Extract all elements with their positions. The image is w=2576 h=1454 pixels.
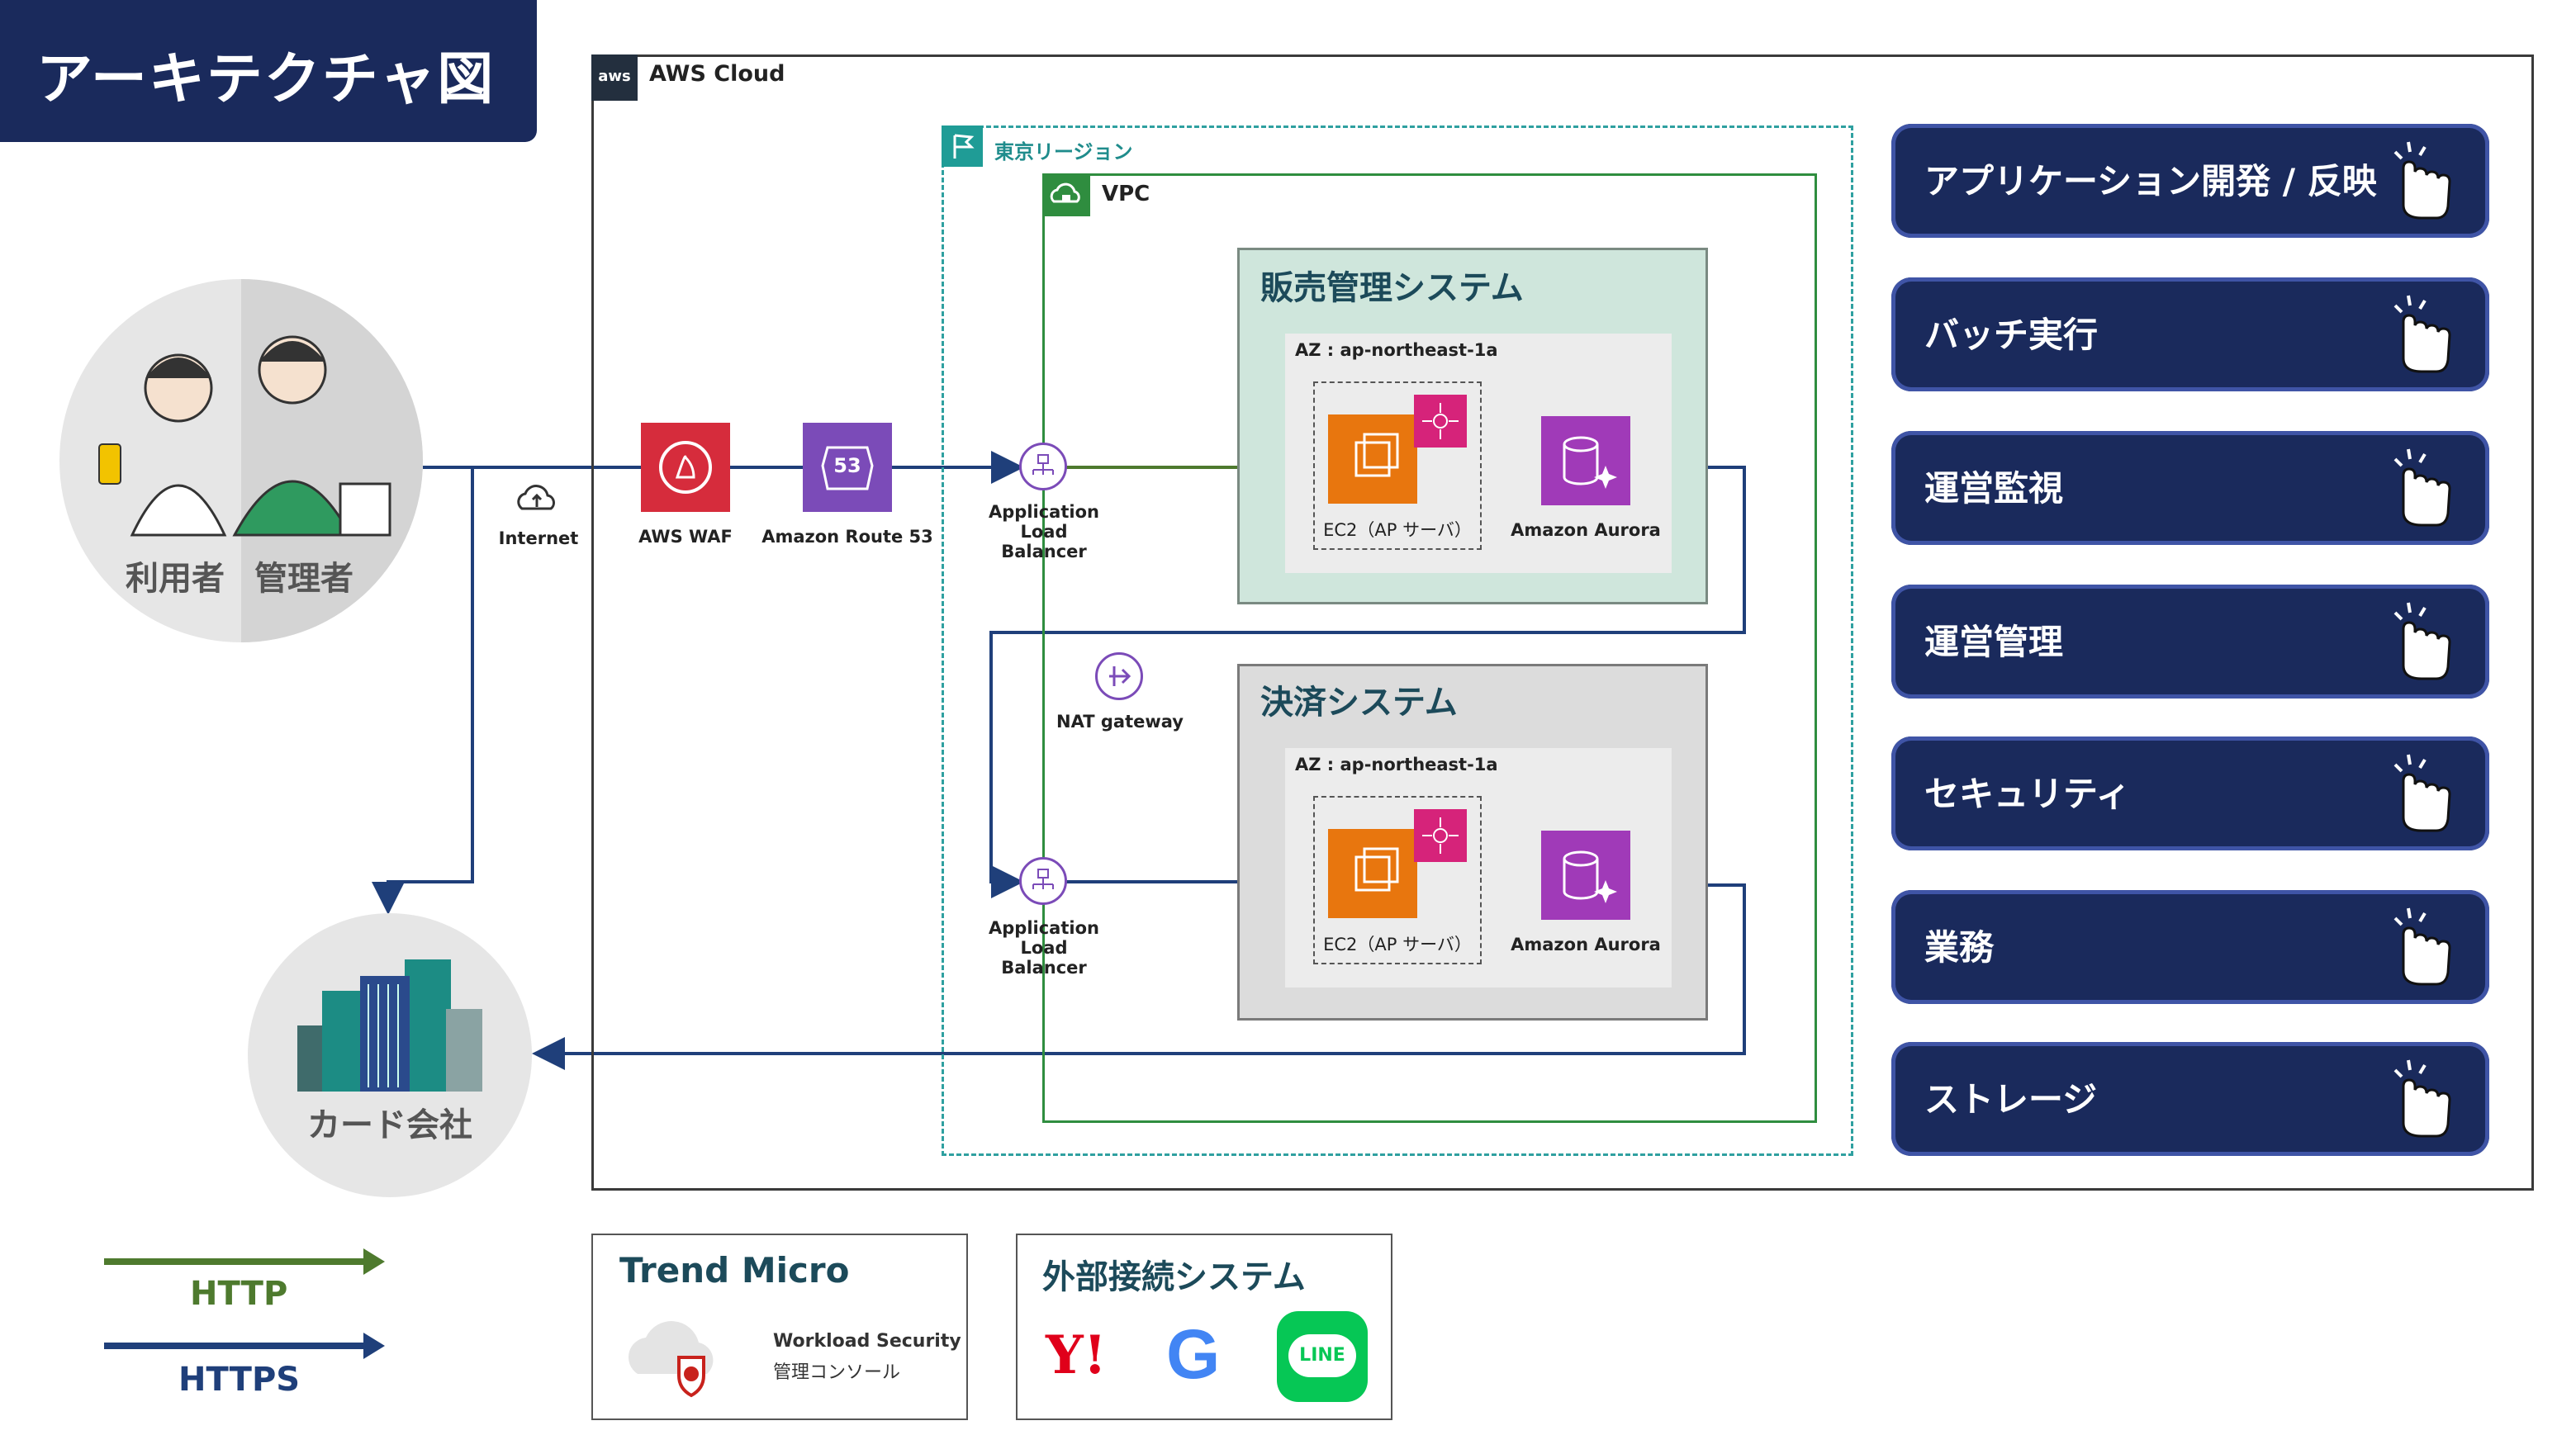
aurora-icon-1[interactable] bbox=[1541, 416, 1630, 505]
trend-micro-cloud-icon bbox=[628, 1321, 714, 1398]
route53-icon[interactable]: 53 bbox=[803, 423, 892, 512]
alb-icon-1[interactable] bbox=[1019, 443, 1067, 490]
card-company-label: カード会社 bbox=[307, 1106, 472, 1144]
aws-cloud-frame bbox=[591, 54, 2534, 1191]
aurora-icon-2[interactable] bbox=[1541, 831, 1630, 920]
line-sys1-to-alb2 bbox=[989, 466, 1746, 898]
pointer-hand-icon bbox=[2393, 602, 2451, 680]
legend-https-label: HTTPS bbox=[178, 1361, 301, 1399]
line-logo-icon[interactable]: LINE bbox=[1277, 1311, 1368, 1402]
nat-gateway-label: NAT gateway bbox=[1056, 712, 1184, 732]
admin-label: 管理者 bbox=[254, 560, 353, 598]
pointer-hand-icon bbox=[2393, 295, 2451, 373]
google-logo-icon[interactable]: G bbox=[1166, 1315, 1221, 1393]
pointer-hand-icon bbox=[2393, 907, 2451, 986]
region-label: 東京リージョン bbox=[994, 140, 1133, 163]
route53-badge: 53 bbox=[833, 454, 861, 477]
title-banner bbox=[0, 0, 537, 142]
pointer-hand-icon bbox=[2393, 141, 2451, 220]
yahoo-logo-icon[interactable]: Y! bbox=[1046, 1324, 1107, 1386]
trend-micro-line2: 管理コンソール bbox=[773, 1362, 901, 1383]
waf-label: AWS WAF bbox=[638, 527, 733, 547]
ec2-icon-1[interactable] bbox=[1328, 414, 1417, 504]
button-app-dev[interactable]: アプリケーション開発 / 反映 bbox=[1891, 124, 2489, 238]
people-illustration bbox=[98, 335, 391, 537]
trend-micro-line1: Workload Security bbox=[773, 1331, 961, 1352]
sales-system-title: 販売管理システム bbox=[1260, 269, 1524, 307]
payment-system-title: 決済システム bbox=[1260, 684, 1458, 722]
az-label-1: AZ : ap-northeast-1a bbox=[1295, 340, 1498, 360]
az-label-2: AZ : ap-northeast-1a bbox=[1295, 755, 1498, 774]
pointer-hand-icon bbox=[2393, 448, 2451, 527]
ec2-label-2: EC2（AP サーバ） bbox=[1323, 935, 1472, 954]
external-systems-title: 外部接続システム bbox=[1042, 1258, 1306, 1296]
region-flag-icon bbox=[942, 126, 983, 167]
legend-http-label: HTTP bbox=[190, 1275, 288, 1313]
ec2-label-1: EC2（AP サーバ） bbox=[1323, 520, 1472, 540]
aurora-label-1: Amazon Aurora bbox=[1511, 520, 1661, 540]
aws-logo-icon: aws bbox=[591, 54, 638, 101]
external-systems-box: 外部接続システム Y! G LINE bbox=[1016, 1234, 1392, 1420]
line-sys2-to-card bbox=[532, 883, 1746, 1070]
user-label: 利用者 bbox=[126, 560, 225, 598]
pointer-hand-icon bbox=[2393, 754, 2451, 832]
aws-cloud-label: AWS Cloud bbox=[649, 61, 785, 87]
pointer-hand-icon bbox=[2393, 1059, 2451, 1138]
route53-label: Amazon Route 53 bbox=[761, 527, 933, 547]
vpc-cloud-lock-icon bbox=[1042, 173, 1090, 216]
ec2-group-1 bbox=[1313, 381, 1482, 550]
nat-gateway-icon[interactable] bbox=[1095, 652, 1143, 700]
ec2-group-2 bbox=[1313, 796, 1482, 964]
internet-label: Internet bbox=[498, 528, 579, 548]
button-monitoring[interactable]: 運営監視 bbox=[1891, 431, 2489, 545]
page-title: アーキテクチャ図 bbox=[36, 47, 496, 112]
ec2-icon-2[interactable] bbox=[1328, 829, 1417, 918]
button-operations[interactable]: 運営管理 bbox=[1891, 585, 2489, 699]
vpc-label: VPC bbox=[1102, 182, 1150, 206]
card-company-circle: カード会社 bbox=[248, 913, 532, 1197]
button-security[interactable]: セキュリティ bbox=[1891, 736, 2489, 850]
autoscaling-icon-2 bbox=[1414, 809, 1467, 862]
internet-cloud-icon bbox=[517, 485, 555, 510]
trend-micro-box: Trend Micro Workload Security 管理コンソール bbox=[591, 1234, 968, 1420]
actors-circle: 利用者 管理者 bbox=[59, 279, 423, 642]
button-business[interactable]: 業務 bbox=[1891, 890, 2489, 1004]
building-icon bbox=[297, 959, 482, 1092]
vpc-frame bbox=[1042, 173, 1817, 1123]
trend-micro-title: Trend Micro bbox=[619, 1250, 850, 1291]
waf-icon[interactable] bbox=[641, 423, 730, 512]
aurora-label-2: Amazon Aurora bbox=[1511, 935, 1661, 954]
line-logo-text: LINE bbox=[1288, 1334, 1356, 1377]
button-storage[interactable]: ストレージ bbox=[1891, 1042, 2489, 1156]
line-to-card-company bbox=[372, 467, 474, 915]
button-batch[interactable]: バッチ実行 bbox=[1891, 277, 2489, 391]
alb-icon-2[interactable] bbox=[1019, 857, 1067, 905]
autoscaling-icon-1 bbox=[1414, 395, 1467, 448]
region-frame bbox=[942, 126, 1853, 1156]
